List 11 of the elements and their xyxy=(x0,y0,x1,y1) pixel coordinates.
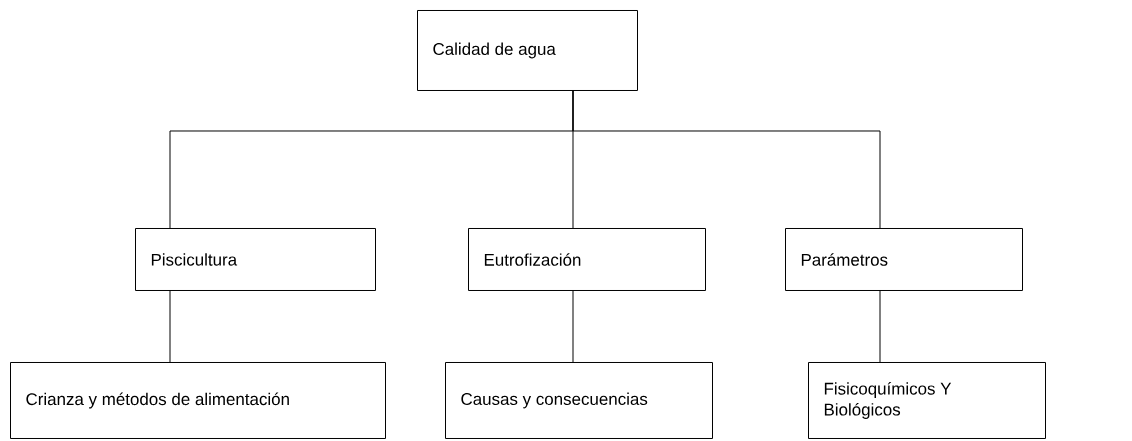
text-box: Piscicultura xyxy=(135,228,376,291)
text-box: Fisicoquímicos Y Biológicos xyxy=(808,362,1046,439)
connector-line xyxy=(572,290,574,363)
text-box: Parámetros xyxy=(785,228,1023,291)
text-box: Causas y consecuencias xyxy=(445,362,713,439)
text-box: Crianza y métodos de alimentación xyxy=(10,362,386,439)
text-box: Eutrofización xyxy=(468,228,706,291)
connector-line xyxy=(572,90,881,229)
text-box: Calidad de agua xyxy=(417,10,638,91)
connector-line xyxy=(879,290,881,363)
connector-line xyxy=(169,290,171,363)
